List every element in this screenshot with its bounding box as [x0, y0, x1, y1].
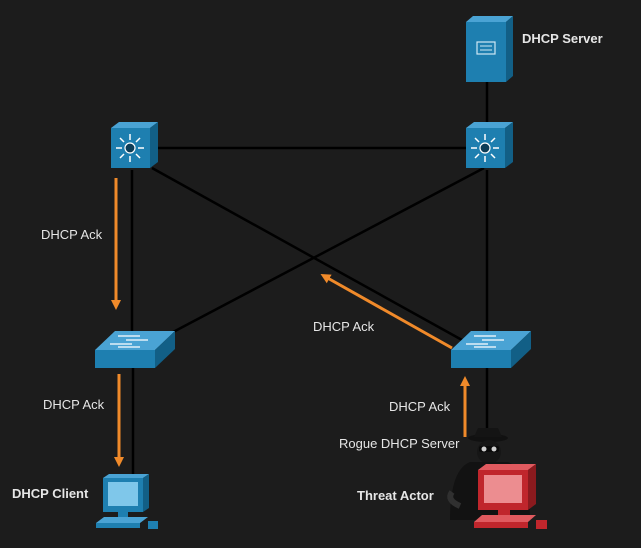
dhcp-server-icon — [466, 16, 513, 82]
link-core-right-to-access-left — [157, 166, 485, 342]
core-switch-right-icon — [466, 122, 513, 168]
link-core-left-to-access-right — [151, 166, 463, 342]
ack-label-left-top: DHCP Ack — [41, 227, 103, 242]
rogue-dhcp-server-label: Rogue DHCP Server — [339, 436, 460, 451]
dhcp-server-label: DHCP Server — [522, 31, 603, 46]
threat-actor-pc-icon — [474, 464, 547, 529]
dhcp-client-pc-icon — [96, 474, 158, 529]
arrow-ack-diagonal — [320, 274, 453, 350]
access-switch-left-icon — [95, 331, 175, 368]
ack-arrows — [111, 178, 470, 467]
core-switch-left-icon — [111, 122, 158, 168]
ack-label-right-bottom: DHCP Ack — [389, 399, 451, 414]
access-switch-right-icon — [451, 331, 531, 368]
ack-label-left-bottom: DHCP Ack — [43, 397, 105, 412]
threat-actor-label: Threat Actor — [357, 488, 434, 503]
dhcp-client-label: DHCP Client — [12, 486, 89, 501]
links — [130, 82, 489, 478]
ack-label-right-diagonal: DHCP Ack — [313, 319, 375, 334]
